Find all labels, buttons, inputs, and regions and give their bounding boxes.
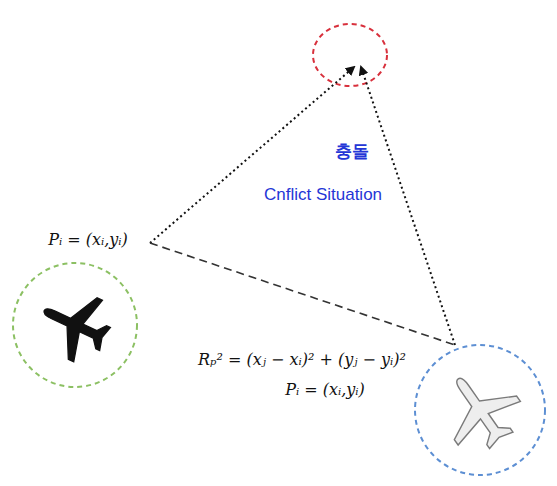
safety-circle	[13, 263, 137, 387]
conflict-label: Cnflict Situation	[264, 185, 382, 205]
safety-circle	[415, 345, 545, 475]
distance-formula: Rₚ² = (xⱼ − xᵢ)² + (yⱼ − yᵢ)²	[195, 350, 409, 370]
airplane-icon	[427, 357, 532, 462]
path-arrow	[150, 67, 354, 243]
position-label: Pᵢ = (xᵢ,yᵢ)	[285, 381, 365, 399]
conflict-zone	[313, 24, 387, 86]
airplane-body	[30, 280, 120, 370]
aircraft-zone: Pᵢ = (xᵢ,yᵢ)	[10, 220, 150, 392]
distance-line	[150, 243, 455, 345]
path-arrow	[361, 67, 455, 345]
conflict-label: 충돌	[335, 142, 369, 162]
airplane-icon	[30, 280, 120, 370]
position-label: Pᵢ = (xᵢ,yᵢ)	[48, 231, 128, 249]
airplane-body	[427, 357, 532, 462]
